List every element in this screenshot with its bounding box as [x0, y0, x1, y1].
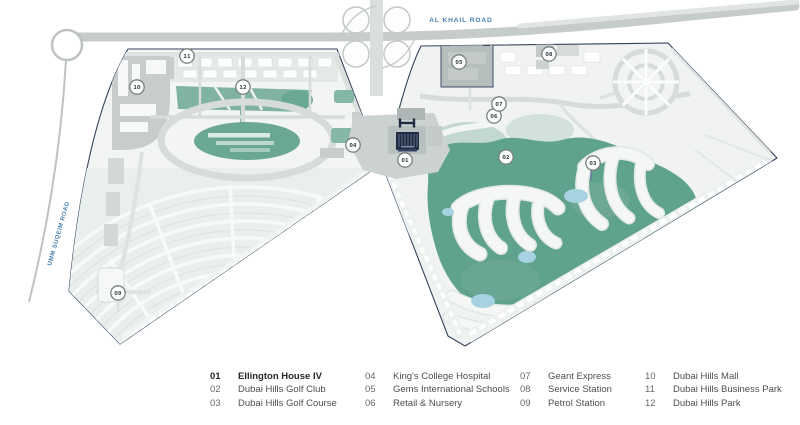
- map-marker-number: 01: [401, 158, 409, 164]
- legend-item-number: 07: [520, 371, 531, 382]
- legend-item-02: 02 Dubai Hills Golf Club: [210, 383, 337, 396]
- map-marker-01: 01: [397, 152, 413, 168]
- map-marker-number: 03: [589, 161, 597, 167]
- legend-item-label: King's College Hospital: [393, 371, 491, 382]
- map-marker-number: 11: [183, 54, 191, 60]
- map-marker-circle: [498, 149, 514, 165]
- legend-item-09: 09 Petrol Station: [520, 397, 612, 410]
- legend-column: 10 Dubai Hills Mall 11 Dubai Hills Business…: [645, 370, 782, 410]
- legend-item-label: Dubai Hills Business Park: [673, 384, 782, 396]
- legend-item-07: 07 Geant Express: [520, 370, 612, 383]
- legend-item-01: 01 Ellington House IV: [210, 370, 337, 383]
- top-row-buildings-right: [499, 51, 601, 76]
- edge-villa-rows: [383, 134, 776, 344]
- legend-column: 04 King's College Hospital 05 Gems Internat…: [365, 370, 510, 410]
- map-marker-circle: [345, 137, 361, 153]
- map-marker-12: 12: [235, 79, 251, 95]
- legend-item-label: Service Station: [548, 384, 612, 396]
- ellington-house-building-icon: [388, 126, 426, 154]
- legend-item-number: 01: [210, 371, 221, 382]
- legend-item-label: Dubai Hills Golf Course: [238, 397, 337, 409]
- legend-item-number: 09: [520, 397, 531, 409]
- map-marker-03: 03: [585, 155, 601, 171]
- map-marker-circle: [541, 46, 557, 62]
- legend-item-05: 05 Gems International Schools: [365, 383, 510, 396]
- legend-item-number: 04: [365, 371, 376, 382]
- map-marker-circle: [585, 155, 601, 171]
- small-park-patch: [334, 90, 354, 103]
- legend-item-label: Retail & Nursery: [393, 397, 463, 409]
- map-marker-05: 05: [451, 54, 467, 70]
- legend-item-number: 12: [645, 397, 656, 409]
- legend-item-03: 03 Dubai Hills Golf Course: [210, 397, 337, 410]
- legend-item-number: 02: [210, 384, 221, 396]
- legend-item-label: Ellington House IV: [238, 371, 322, 382]
- map-marker-number: 07: [495, 102, 503, 108]
- umm-suqeim-road-label: UMM SUQEIM ROAD: [47, 201, 71, 267]
- map-marker-number: 12: [239, 85, 247, 91]
- map-marker-circle: [451, 54, 467, 70]
- al-khail-road: [70, 0, 800, 42]
- central-oval-park: [157, 98, 337, 182]
- map-marker-07: 07: [491, 96, 507, 112]
- legend-item-label: Petrol Station: [548, 397, 606, 409]
- legend-item-label: Dubai Hills Golf Club: [238, 384, 326, 396]
- map-marker-circle: [129, 79, 145, 95]
- highway-interchange: [339, 0, 417, 96]
- map-marker-04: 04: [345, 137, 361, 153]
- map-marker-circle: [397, 152, 413, 168]
- legend-item-number: 11: [645, 384, 655, 396]
- legend-item-number: 10: [645, 371, 656, 382]
- map-marker-02: 02: [498, 149, 514, 165]
- legend-item-label: Gems International Schools: [393, 384, 510, 396]
- dimension-marker-icon: [398, 118, 416, 128]
- map-marker-circle: [179, 48, 195, 64]
- markers-layer: 01 02 03 04 05 06 07 08 09 10 11 12: [110, 46, 601, 301]
- map-marker-number: 08: [545, 52, 553, 58]
- legend-item-11: 11 Dubai Hills Business Park: [645, 383, 782, 396]
- map-marker-number: 09: [114, 291, 122, 297]
- legend-item-label: Geant Express: [548, 371, 611, 382]
- map-marker-10: 10: [129, 79, 145, 95]
- legend-item-12: 12 Dubai Hills Park: [645, 397, 782, 410]
- map-marker-number: 04: [349, 143, 357, 149]
- map-marker-09: 09: [110, 285, 126, 301]
- legend-item-label: Dubai Hills Mall: [673, 371, 739, 382]
- fairway-patch: [460, 260, 540, 300]
- small-park-patch: [331, 128, 353, 143]
- legend-item-number: 05: [365, 384, 376, 396]
- map-marker-number: 02: [502, 155, 510, 161]
- map-marker-number: 05: [455, 60, 463, 66]
- circular-village: [612, 48, 680, 116]
- gray-building: [320, 148, 344, 158]
- map-marker-number: 10: [133, 85, 141, 91]
- map-marker-circle: [110, 285, 126, 301]
- legend-item-04: 04 King's College Hospital: [365, 370, 510, 383]
- legend-item-number: 06: [365, 397, 376, 409]
- map-marker-08: 08: [541, 46, 557, 62]
- map-marker-number: 06: [490, 114, 498, 120]
- legend-item-08: 08 Service Station: [520, 383, 612, 396]
- umm-suqeim-road: [28, 28, 84, 303]
- legend-column: 07 Geant Express 08 Service Station 09 Petrol…: [520, 370, 612, 410]
- legend-item-06: 06 Retail & Nursery: [365, 397, 510, 410]
- masterplan-map: 01 02 03 04 05 06 07 08 09 10 11 12 AL KHAIL ROAD U…: [28, 0, 800, 347]
- legend-item-label: Dubai Hills Park: [673, 397, 741, 409]
- map-marker-circle: [491, 96, 507, 112]
- al-khail-road-label: AL KHAIL ROAD: [429, 17, 492, 24]
- mall-block: [104, 56, 170, 246]
- roundabout: [50, 28, 84, 62]
- legend-item-10: 10 Dubai Hills Mall: [645, 370, 782, 383]
- legend-item-number: 08: [520, 384, 531, 396]
- legend-item-number: 03: [210, 397, 221, 409]
- map-marker-11: 11: [179, 48, 195, 64]
- map-marker-circle: [235, 79, 251, 95]
